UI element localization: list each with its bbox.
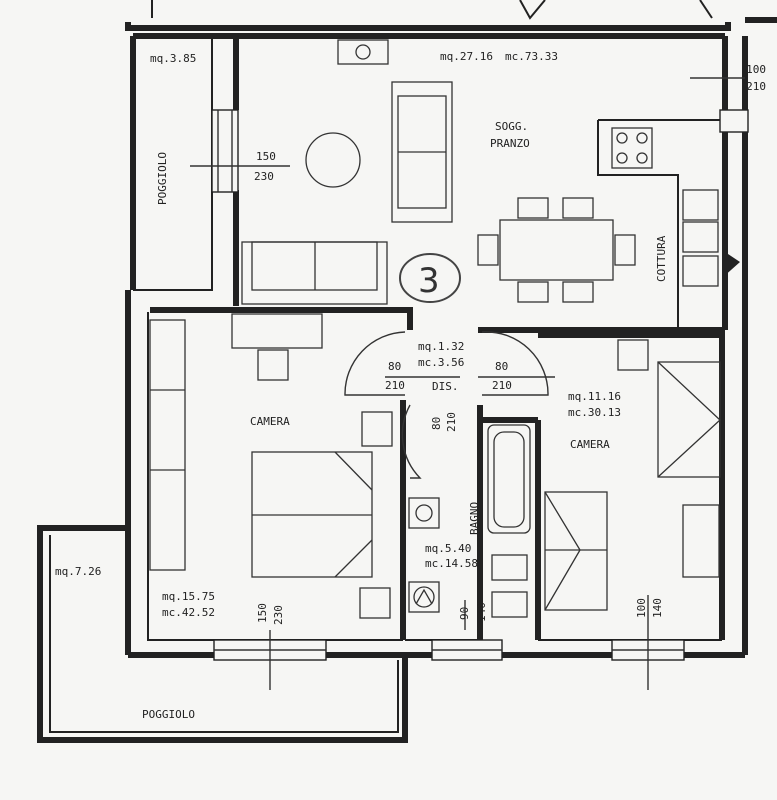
- camera-right-volume: mc.30.13: [568, 406, 621, 419]
- soggiorno-area: mq.27.16: [440, 50, 493, 63]
- soggiorno-label-2: PRANZO: [490, 137, 530, 150]
- bottom-balcony: [37, 525, 408, 743]
- door-camera-right-height: 210: [492, 379, 512, 392]
- door-camera-left-width: 80: [388, 360, 401, 373]
- camera-right-label: CAMERA: [570, 438, 610, 451]
- right-bedroom-furniture: [544, 339, 721, 611]
- windows: [211, 109, 749, 661]
- door-camera-left-height: 210: [385, 379, 405, 392]
- window-poggiolo-height: 230: [254, 170, 274, 183]
- bagno-area: mq.5.40: [425, 542, 471, 555]
- unit-number-stamp: 3: [399, 253, 461, 303]
- poggiolo-bottom-label: POGGIOLO: [142, 708, 195, 721]
- room-labels: mq.3.85 POGGIOLO mq.27.16 mc.73.33 SOGG.…: [55, 50, 668, 721]
- dis-label: DIS.: [432, 380, 459, 393]
- living-furniture: [241, 39, 636, 305]
- camera-left-label: CAMERA: [250, 415, 290, 428]
- door-bagno-width: 80: [430, 417, 443, 430]
- camera-right-area: mq.11.16: [568, 390, 621, 403]
- window-bagno-height: 140: [475, 602, 488, 622]
- camera-left-area: mq.15.75: [162, 590, 215, 603]
- door-entry-width: 100: [746, 63, 766, 76]
- poggiolo-top-area: mq.3.85: [150, 52, 196, 65]
- window-camera-right-height: 140: [651, 598, 664, 618]
- door-entry-height: 210: [746, 80, 766, 93]
- window-camera-left-width: 150: [256, 603, 269, 623]
- door-bagno-height: 210: [445, 412, 458, 432]
- bagno-volume: mc.14.58: [425, 557, 478, 570]
- opening-labels: 150 230 100 210 80 210 80 210 80 210 150…: [254, 63, 766, 625]
- left-bedroom-furniture: [149, 313, 393, 619]
- door-swings: [344, 331, 549, 479]
- dis-volume: mc.3.56: [418, 356, 464, 369]
- window-camera-left-height: 230: [272, 605, 285, 625]
- door-camera-right-width: 80: [495, 360, 508, 373]
- camera-left-volume: mc.42.52: [162, 606, 215, 619]
- window-bagno-width: 90: [458, 607, 471, 620]
- dimension-lines: [190, 77, 745, 690]
- poggiolo-bottom-area: mq.7.26: [55, 565, 101, 578]
- kitchen-fixtures: [611, 127, 740, 287]
- top-edge-walls: [125, 0, 777, 31]
- soggiorno-label-1: SOGG.: [495, 120, 528, 133]
- poggiolo-top-label: POGGIOLO: [156, 152, 169, 205]
- bathroom-fixtures: [408, 424, 531, 618]
- cottura-label: COTTURA: [655, 235, 668, 282]
- window-camera-right-width: 100: [635, 598, 648, 618]
- bagno-label: BAGNO: [468, 502, 481, 535]
- unit-number: 3: [418, 261, 440, 301]
- dis-area: mq.1.32: [418, 340, 464, 353]
- soggiorno-volume: mc.73.33: [505, 50, 558, 63]
- window-poggiolo-width: 150: [256, 150, 276, 163]
